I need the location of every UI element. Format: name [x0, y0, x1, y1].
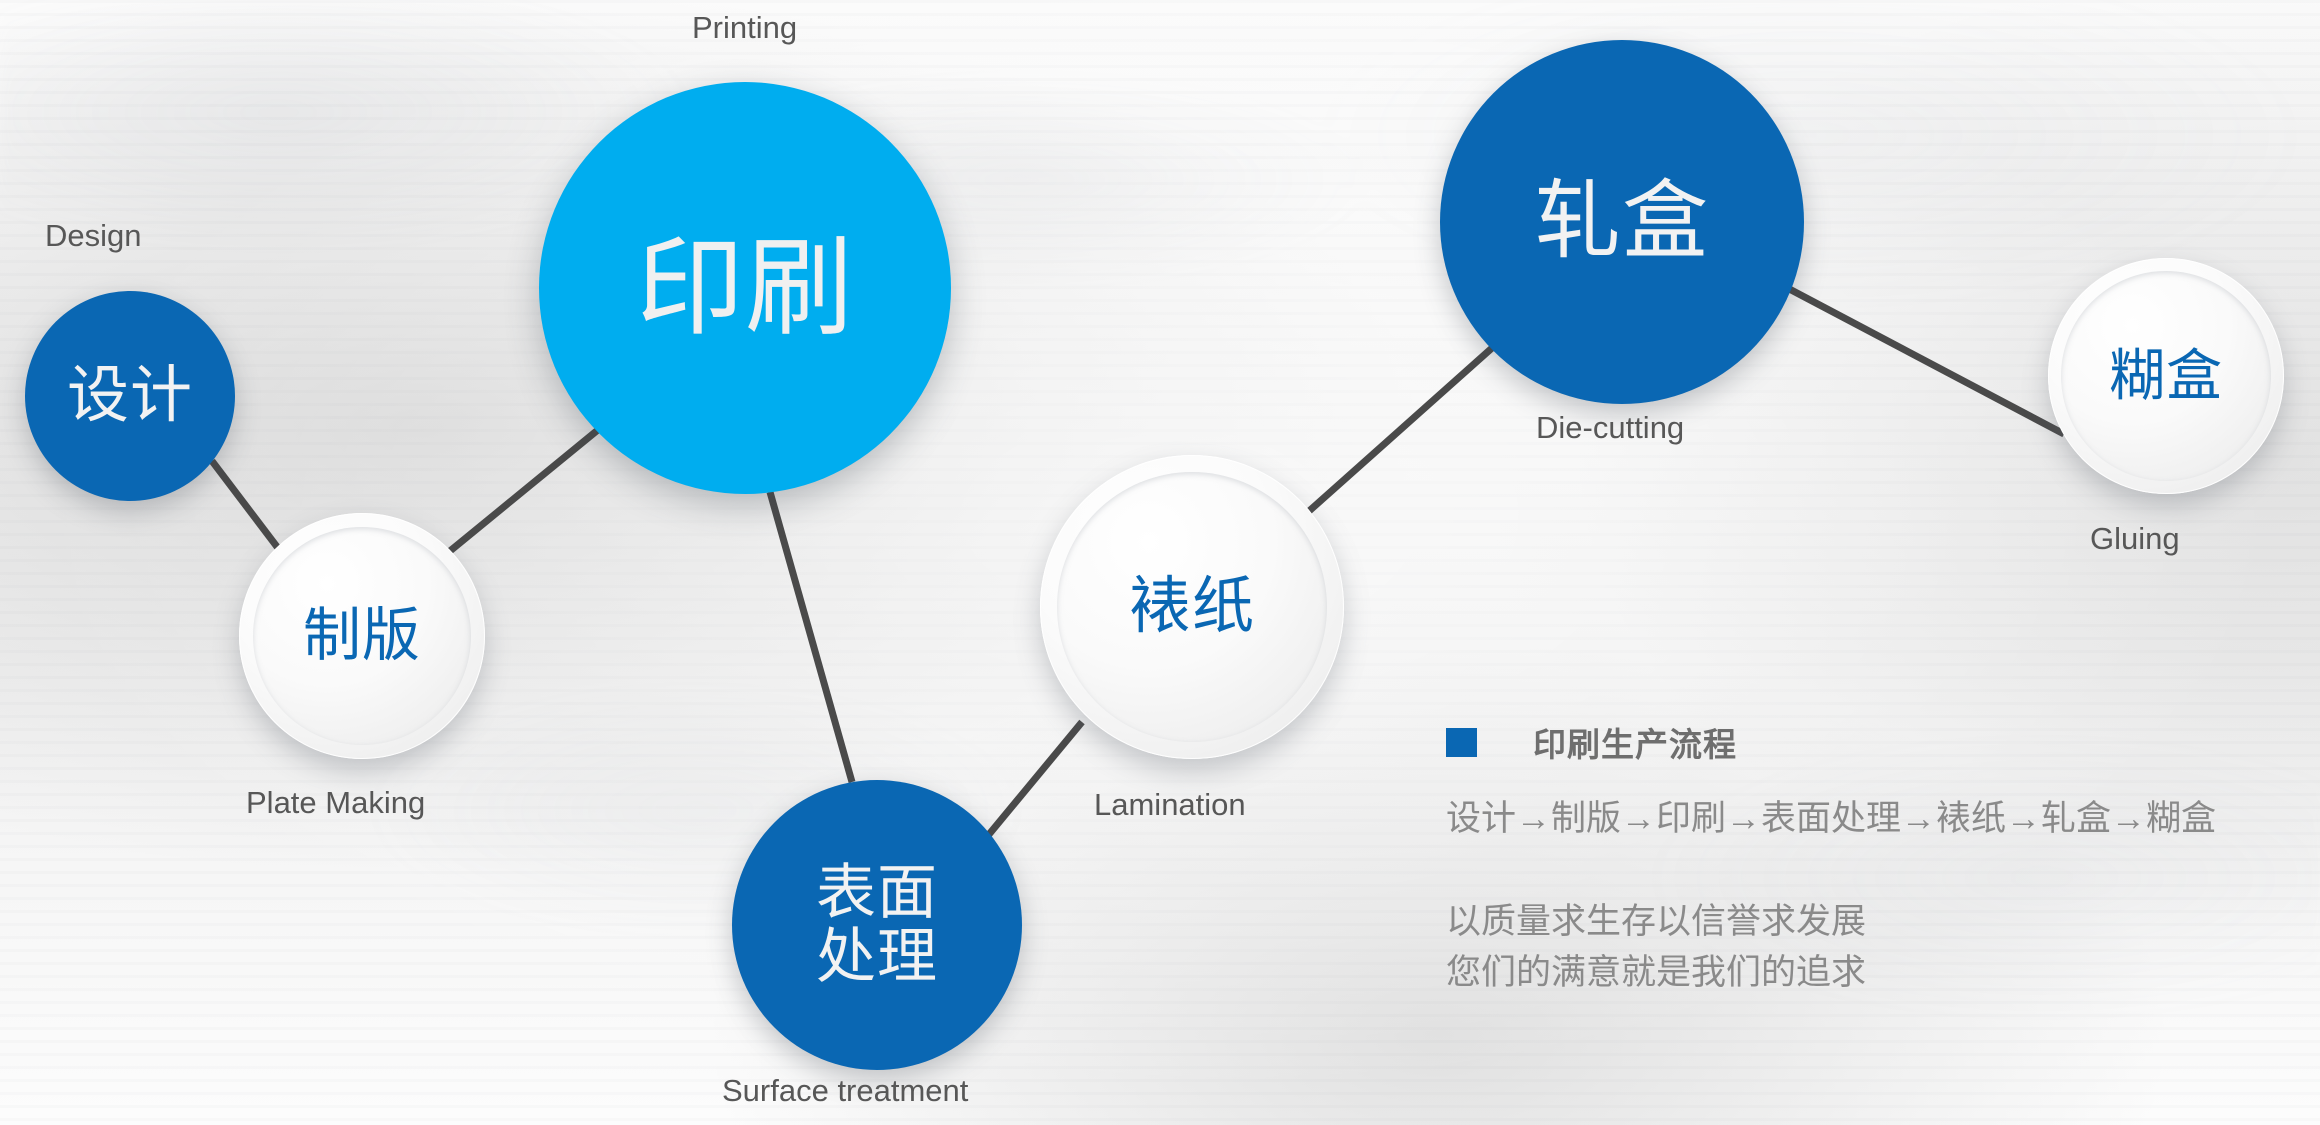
connector-surface-to-lamin — [983, 719, 1085, 841]
connector-die-to-gluing — [1776, 279, 2066, 438]
node-surface[interactable]: 表面 处理 — [732, 780, 1022, 1070]
square-bullet-icon — [1446, 727, 1477, 757]
node-label-surface: 表面 处理 — [816, 859, 938, 990]
node-die[interactable]: 轧盒 — [1440, 40, 1804, 404]
info-panel-title: 印刷生产流程 — [1533, 726, 1737, 763]
connector-plate-to-printing — [447, 417, 613, 554]
node-printing[interactable]: 印刷 — [539, 82, 951, 494]
node-gluing[interactable]: 糊盒 — [2048, 258, 2284, 494]
caption-gluing: Gluing — [2090, 521, 2180, 556]
node-design[interactable]: 设计 — [25, 291, 235, 501]
caption-die: Die-cutting — [1536, 410, 1685, 445]
company-slogan: 以质量求生存以信誉求发展 您们的满意就是我们的追求 — [1446, 897, 2306, 999]
node-plate[interactable]: 制版 — [239, 513, 485, 759]
caption-plate: Plate Making — [246, 785, 426, 820]
caption-design: Design — [45, 218, 142, 253]
info-panel-header: 印刷生产流程 — [1446, 718, 2306, 766]
caption-surface: Surface treatment — [722, 1073, 969, 1108]
connector-lamin-to-die — [1305, 345, 1495, 515]
node-label-plate: 制版 — [302, 603, 421, 669]
process-flow-text: 设计→制版→印刷→表面处理→裱纸→轧盒→糊盒 — [1446, 799, 2217, 838]
connector-design-to-plate — [209, 458, 287, 559]
node-label-design: 设计 — [66, 361, 193, 431]
info-panel: 印刷生产流程 设计→制版→印刷→表面处理→裱纸→轧盒→糊盒 以质量求生存以信誉求… — [1446, 718, 2306, 999]
node-label-gluing: 糊盒 — [2109, 344, 2223, 408]
node-label-die: 轧盒 — [1535, 173, 1709, 270]
node-label-lamin: 裱纸 — [1128, 572, 1255, 642]
slogan-line-2: 您们的满意就是我们的追求 — [1446, 952, 1867, 992]
slogan-line-1: 以质量求生存以信誉求发展 — [1446, 902, 1867, 941]
connector-printing-to-surface — [766, 491, 856, 783]
caption-lamin: Lamination — [1094, 787, 1246, 822]
node-label-printing: 印刷 — [635, 226, 854, 348]
caption-printing: Printing — [692, 10, 798, 45]
node-lamin[interactable]: 裱纸 — [1040, 455, 1344, 759]
